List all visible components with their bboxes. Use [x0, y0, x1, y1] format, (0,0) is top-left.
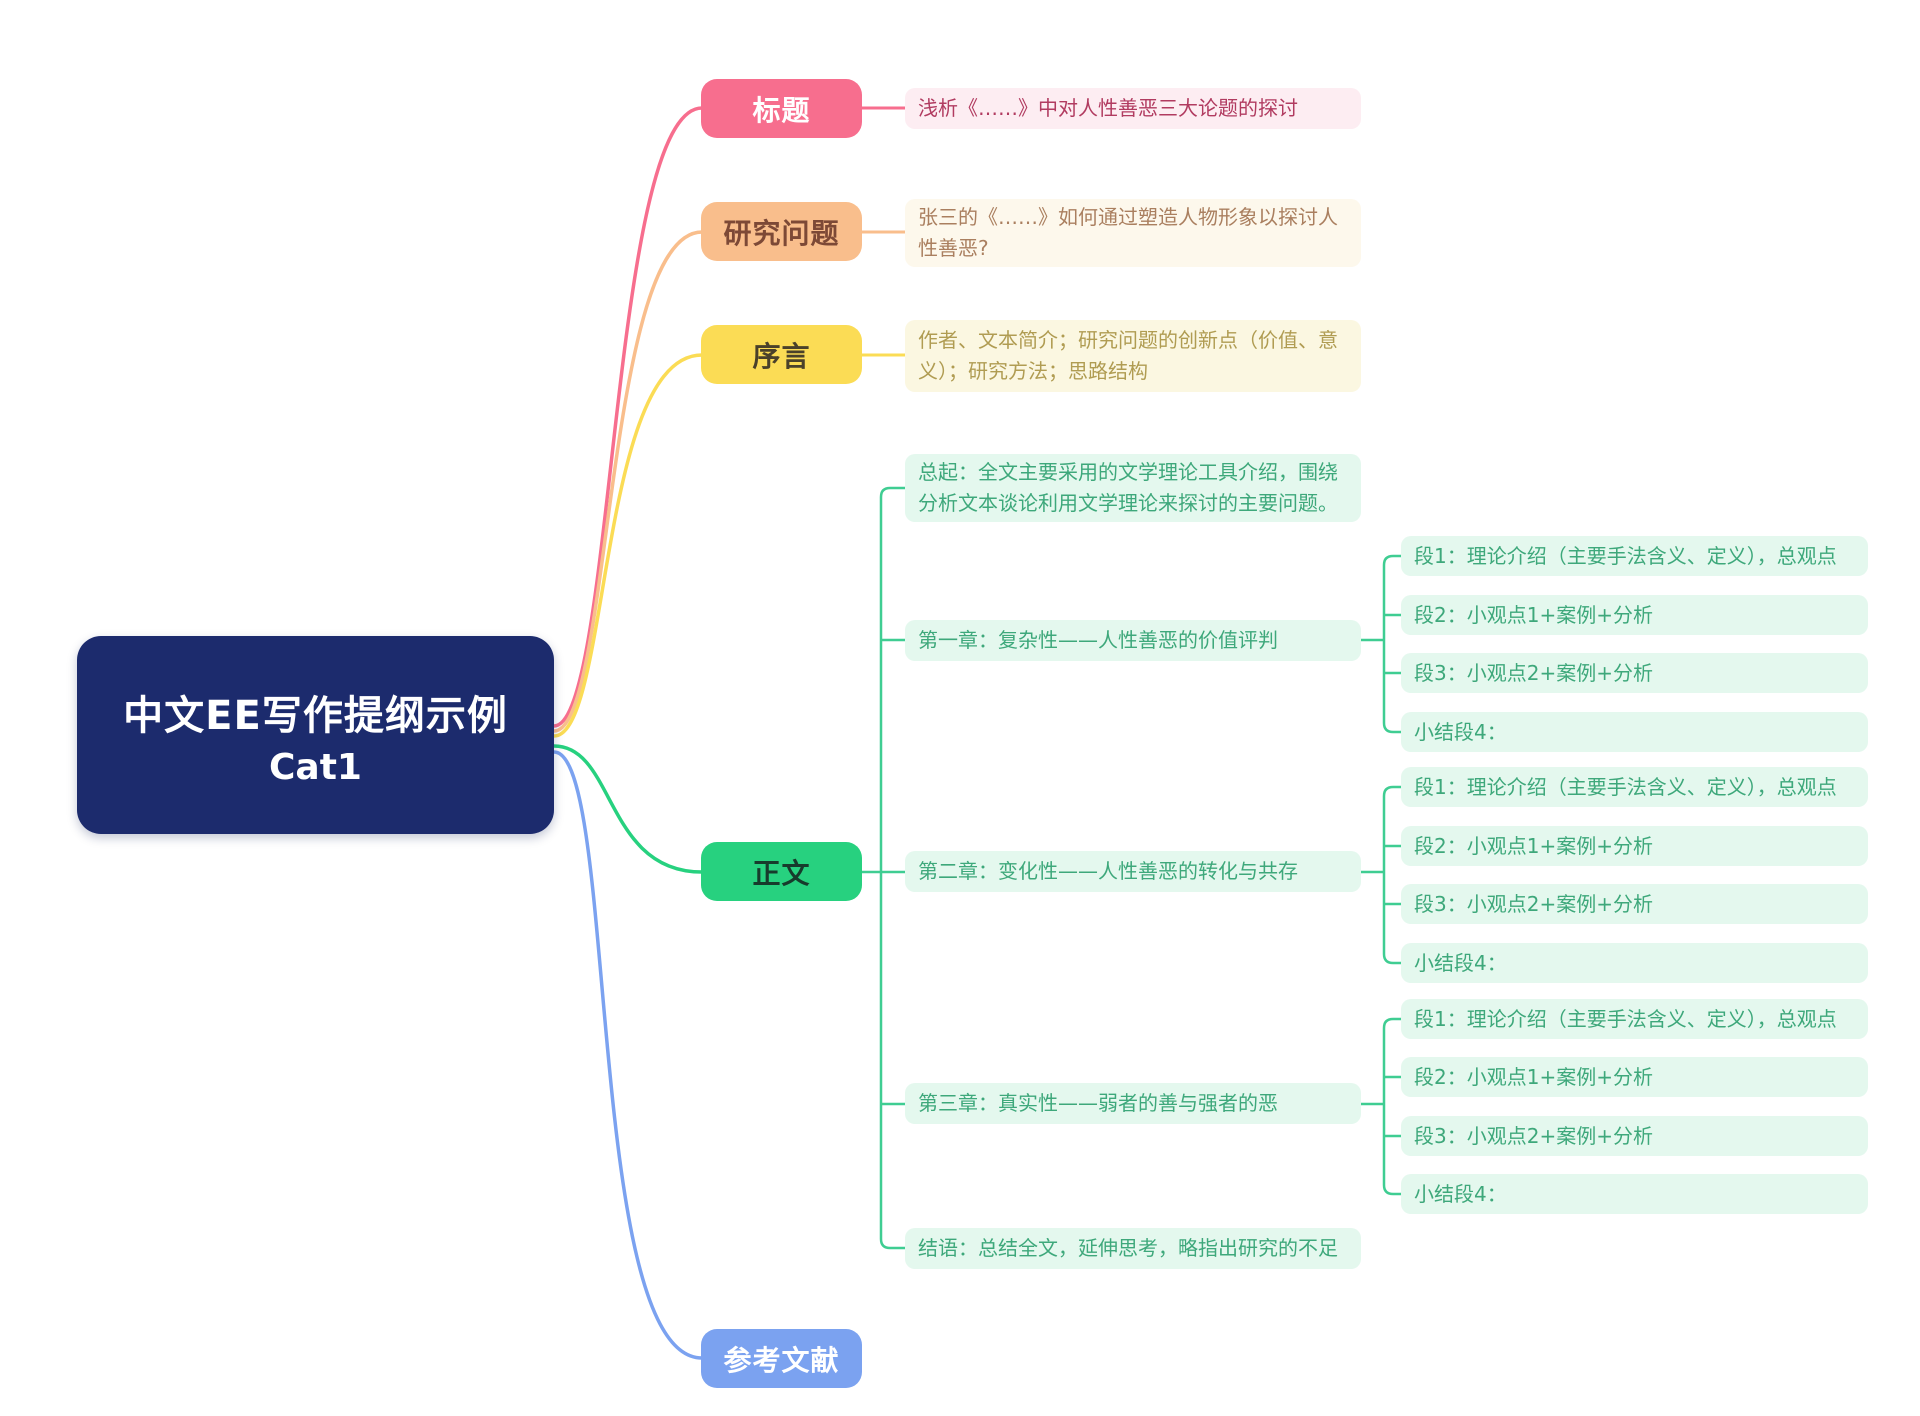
connector-chapter2-bracket: [1361, 785, 1401, 965]
connector-root-references: [552, 750, 704, 1360]
branch-node-title[interactable]: 标题: [701, 79, 862, 138]
paragraph-node[interactable]: 小结段4：: [1401, 712, 1868, 752]
paragraph-node[interactable]: 段1：理论介绍（主要手法含义、定义），总观点: [1401, 767, 1868, 807]
connector-root-research-question: [552, 230, 704, 733]
content-node-body-overview[interactable]: 总起：全文主要采用的文学理论工具介绍，围绕分析文本谈论利用文学理论来探讨的主要问…: [905, 454, 1361, 522]
content-node-chapter-2[interactable]: 第二章：变化性——人性善恶的转化与共存: [905, 851, 1361, 892]
connector-chapter1-bracket: [1361, 554, 1401, 734]
connector-root-body-preface: [552, 353, 704, 738]
content-node-title[interactable]: 浅析《……》中对人性善恶三大论题的探讨: [905, 88, 1361, 129]
paragraph-node[interactable]: 段1：理论介绍（主要手法含义、定义），总观点: [1401, 999, 1868, 1039]
paragraph-node[interactable]: 段3：小观点2+案例+分析: [1401, 1116, 1868, 1156]
connector-root-title: [552, 106, 704, 728]
paragraph-node[interactable]: 段2：小观点1+案例+分析: [1401, 595, 1868, 635]
content-node-chapter-3[interactable]: 第三章：真实性——弱者的善与强者的恶: [905, 1083, 1361, 1124]
paragraph-node[interactable]: 段2：小观点1+案例+分析: [1401, 1057, 1868, 1097]
paragraph-node[interactable]: 小结段4：: [1401, 1174, 1868, 1214]
paragraph-node[interactable]: 段3：小观点2+案例+分析: [1401, 653, 1868, 693]
branch-node-references[interactable]: 参考文献: [701, 1329, 862, 1388]
root-subtitle: Cat1: [269, 746, 362, 788]
connector-chapter3-bracket: [1361, 1017, 1401, 1196]
content-node-conclusion[interactable]: 结语：总结全文，延伸思考，略指出研究的不足: [905, 1228, 1361, 1269]
content-node-research-question[interactable]: 张三的《……》如何通过塑造人物形象以探讨人性善恶?: [905, 199, 1361, 267]
root-node[interactable]: 中文EE写作提纲示例 Cat1: [77, 636, 554, 834]
paragraph-node[interactable]: 段2：小观点1+案例+分析: [1401, 826, 1868, 866]
content-node-preface[interactable]: 作者、文本简介；研究问题的创新点（价值、意义）；研究方法；思路结构: [905, 320, 1361, 392]
root-title: 中文EE写作提纲示例: [123, 692, 508, 739]
paragraph-node[interactable]: 段1：理论介绍（主要手法含义、定义），总观点: [1401, 536, 1868, 576]
branch-node-preface[interactable]: 序言: [701, 325, 862, 384]
branch-node-body[interactable]: 正文: [701, 842, 862, 901]
paragraph-node[interactable]: 小结段4：: [1401, 943, 1868, 983]
branch-node-research-question[interactable]: 研究问题: [701, 202, 862, 261]
connector-root-body: [552, 744, 704, 874]
content-node-chapter-1[interactable]: 第一章：复杂性——人性善恶的价值评判: [905, 620, 1361, 661]
connector-body-trunk: [862, 486, 905, 1250]
paragraph-node[interactable]: 段3：小观点2+案例+分析: [1401, 884, 1868, 924]
